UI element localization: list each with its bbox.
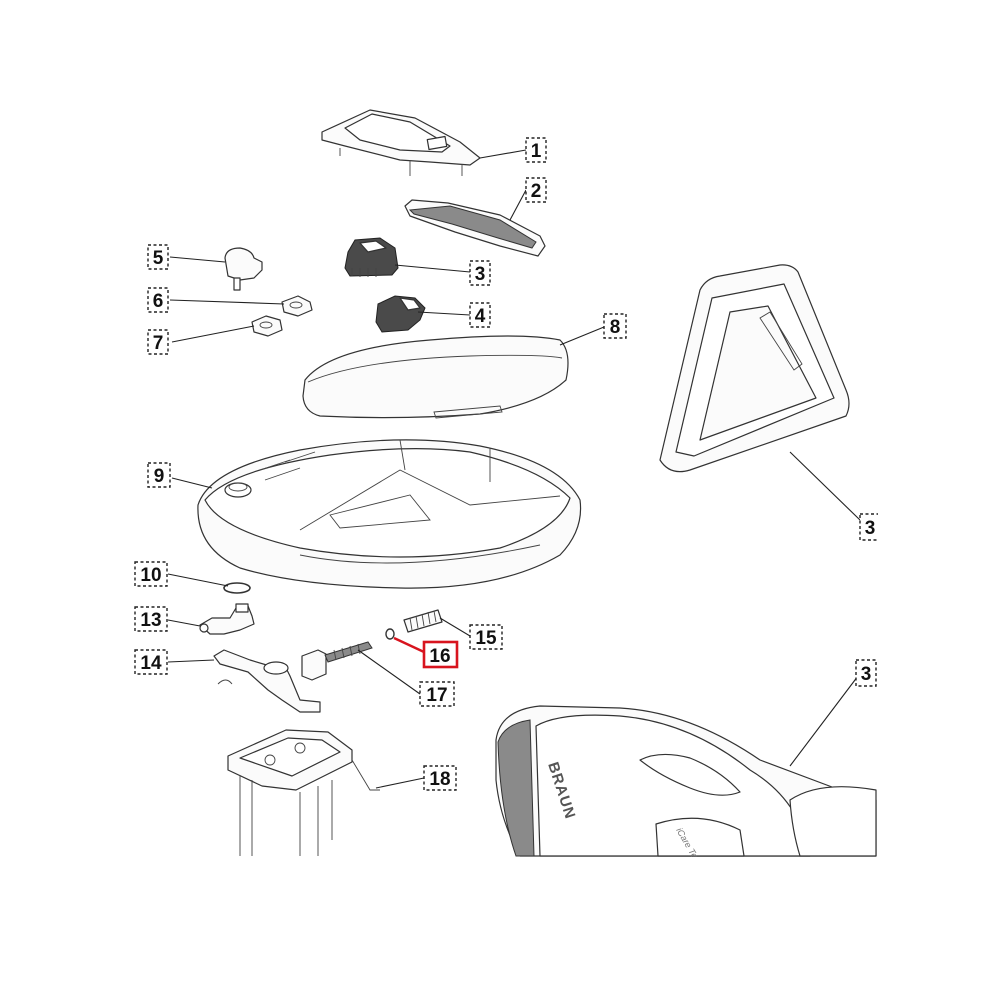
callout-2-label: 2 — [531, 181, 542, 202]
callout-6-label: 6 — [153, 291, 164, 312]
callout-9-label: 9 — [154, 466, 165, 487]
right-crop-mask — [878, 250, 1000, 870]
callout-1-label: 1 — [531, 141, 542, 162]
callout-7-label: 7 — [153, 333, 164, 354]
callout-8-label: 8 — [610, 317, 621, 338]
callout-3-side-a: 3 — [859, 513, 881, 541]
callout-16-label: 16 — [429, 646, 450, 667]
callout-10-label: 10 — [140, 565, 161, 586]
part-14-lever — [213, 649, 321, 713]
part-18-frame — [227, 729, 380, 856]
bottom-crop-mask — [200, 857, 900, 1000]
callout-15: 15 — [469, 624, 503, 650]
part-9-round-base — [197, 439, 582, 589]
part-10-o-ring — [223, 582, 251, 594]
callout-4-label: 4 — [475, 306, 486, 327]
callout-3-side-a-label: 3 — [865, 518, 876, 539]
part-17-shaft — [301, 641, 373, 681]
callout-17: 17 — [419, 681, 455, 707]
part-2-handle-strip — [404, 199, 546, 257]
callout-14-label: 14 — [140, 653, 162, 674]
part-8-lid — [302, 335, 569, 419]
part-13-valve-arm — [199, 603, 255, 635]
part-3-button — [344, 237, 399, 277]
callout-18: 18 — [423, 765, 457, 791]
callout-6: 6 — [147, 287, 169, 313]
callout-3-side-b: 3 — [855, 659, 877, 687]
callout-13-label: 13 — [140, 610, 161, 631]
callout-3-label: 3 — [475, 264, 486, 285]
callout-4: 4 — [469, 302, 491, 328]
callout-9: 9 — [147, 462, 171, 488]
part-15-spring — [403, 609, 443, 633]
callout-8: 8 — [603, 313, 627, 339]
callout-2: 2 — [525, 177, 547, 203]
callout-15-label: 15 — [475, 628, 497, 649]
callout-14: 14 — [134, 649, 168, 675]
iron-body: BRAUN iCare Techno — [495, 705, 877, 877]
part-16-small-o-ring — [385, 628, 395, 640]
callout-16: 16 — [422, 640, 459, 669]
callout-5-label: 5 — [153, 248, 164, 269]
callout-10: 10 — [134, 561, 168, 587]
part-4-slider — [375, 295, 426, 333]
callout-17-label: 17 — [426, 685, 447, 706]
part-6-clip — [281, 295, 313, 317]
part-1-top-cover — [321, 109, 481, 176]
part-5-knob — [224, 247, 263, 291]
callout-18-label: 18 — [429, 769, 450, 790]
callout-3-side-b-label: 3 — [861, 664, 872, 685]
callout-1: 1 — [525, 137, 547, 163]
callout-5: 5 — [147, 244, 169, 270]
part-7-clip — [251, 315, 283, 337]
leader-lines — [167, 149, 861, 789]
callout-3: 3 — [469, 260, 491, 286]
callout-13: 13 — [134, 606, 168, 632]
callout-7: 7 — [147, 329, 169, 355]
part-3-side-cover — [659, 264, 850, 473]
